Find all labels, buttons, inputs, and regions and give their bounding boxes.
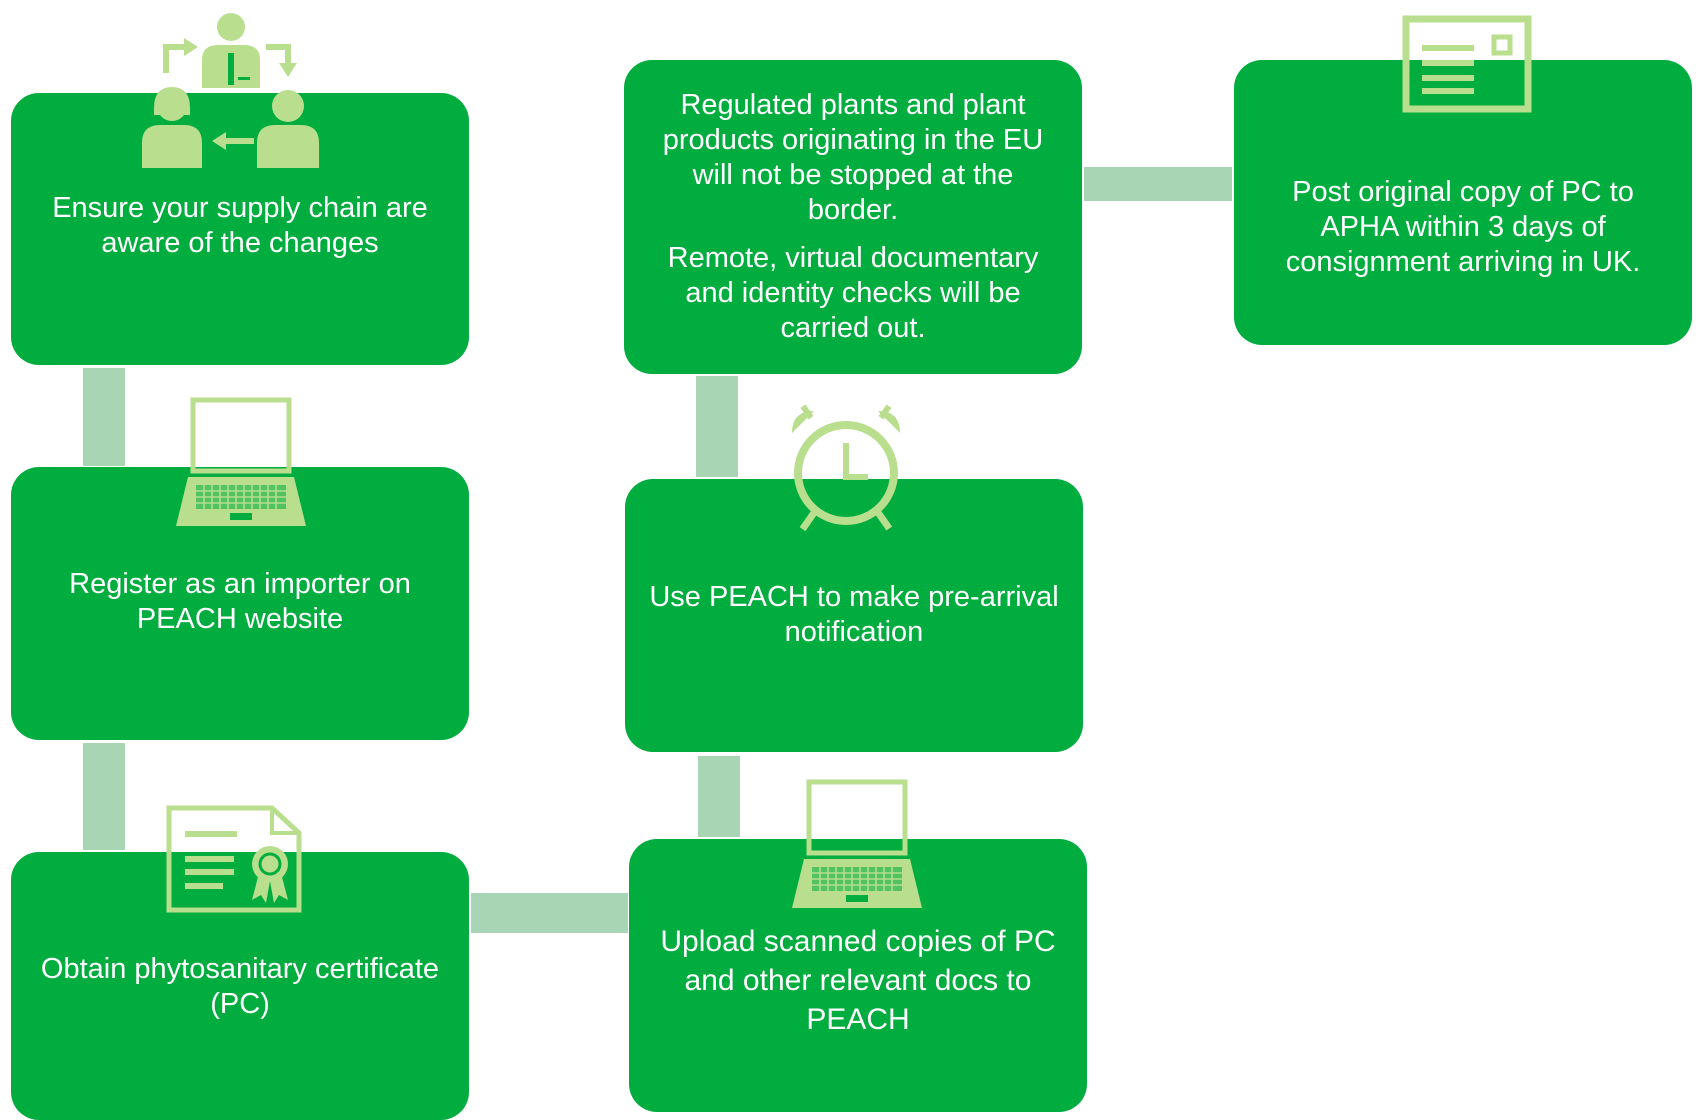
laptop-icon [790, 778, 924, 912]
step-regulated: Regulated plants and plant products orig… [624, 60, 1082, 374]
certificate-icon [166, 805, 302, 913]
step-supply-chain-text: Ensure your supply chain are aware of th… [52, 192, 428, 259]
connector-upload-to-prearrival [698, 756, 740, 837]
step-upload-text: Upload scanned copies of PC and other re… [660, 925, 1056, 1036]
postcard-icon [1402, 15, 1532, 113]
step-obtain-pc: Obtain phytosanitary certificate (PC) [11, 852, 469, 1120]
step-pre-arrival: Use PEACH to make pre-arrival notificati… [625, 479, 1083, 752]
step-regulated-text-2: Remote, virtual documentary and identity… [667, 242, 1039, 344]
step-obtain-pc-text: Obtain phytosanitary certificate (PC) [40, 953, 440, 1020]
connector-register-to-pc [83, 743, 125, 850]
laptop-icon [174, 396, 308, 530]
connector-regulated-to-post [1084, 167, 1232, 201]
step-regulated-text-1: Regulated plants and plant products orig… [662, 89, 1044, 226]
step-register-text: Register as an importer on PEACH website [69, 568, 411, 635]
connector-supply-to-register [83, 368, 125, 466]
alarm-clock-icon [784, 403, 908, 535]
connector-pc-to-upload [471, 893, 628, 933]
connector-prearrival-to-regulated [696, 376, 738, 477]
step-pre-arrival-text: Use PEACH to make pre-arrival notificati… [649, 581, 1059, 648]
people-exchange-icon [140, 5, 322, 168]
step-post-pc-text: Post original copy of PC to APHA within … [1285, 176, 1641, 278]
